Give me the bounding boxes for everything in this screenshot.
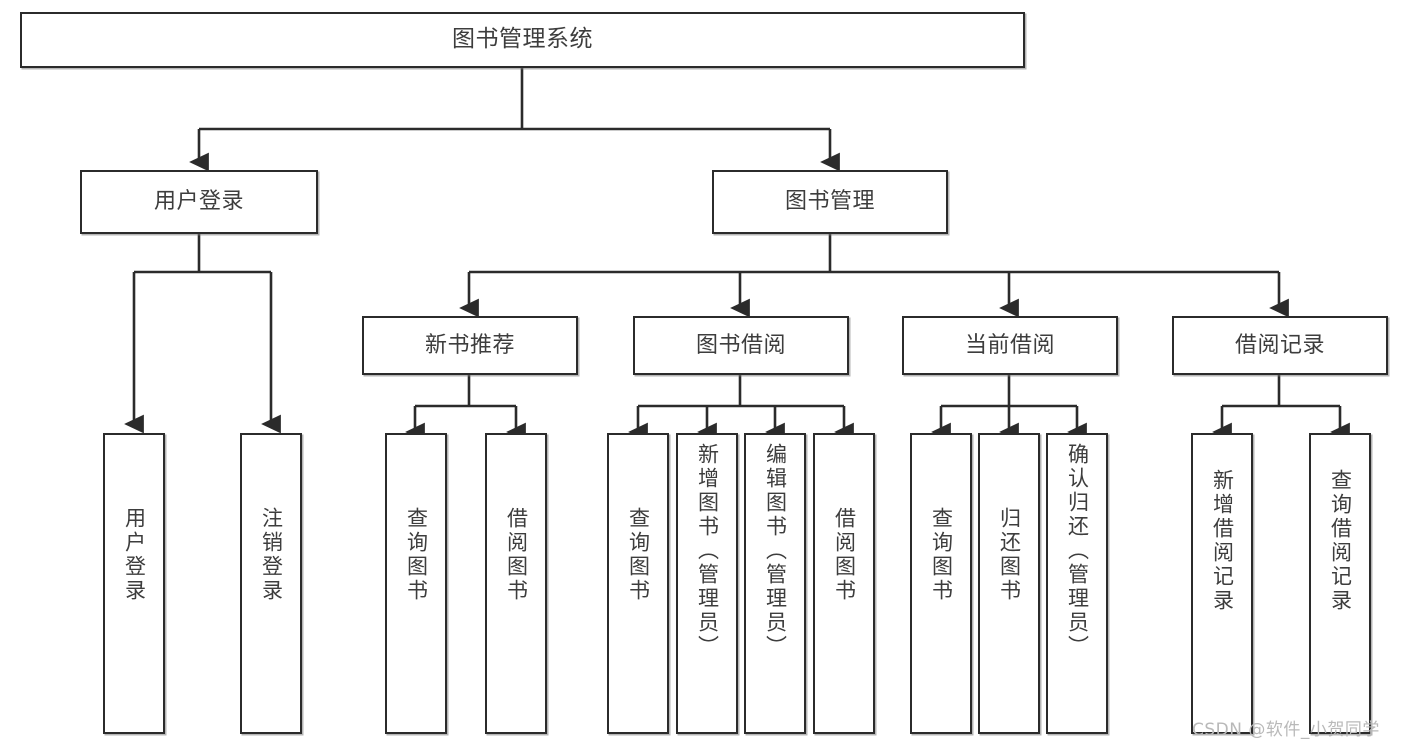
leaf-borrow-book-recommend[interactable]: 借阅图书	[485, 433, 547, 734]
node-label: 新增借阅记录	[1210, 469, 1235, 613]
node-label: 图书管理系统	[452, 26, 593, 53]
node-label: 借阅记录	[1234, 332, 1325, 358]
node-new-book-recommend[interactable]: 新书推荐	[362, 316, 578, 375]
node-user-login[interactable]: 用户登录	[80, 170, 318, 234]
leaf-add-book-admin[interactable]: 新增图书（管理员）	[676, 433, 738, 734]
node-borrow-record[interactable]: 借阅记录	[1172, 316, 1388, 375]
leaf-borrow-book[interactable]: 借阅图书	[813, 433, 875, 734]
node-label: 借阅图书	[832, 507, 857, 603]
node-book-borrow[interactable]: 图书借阅	[633, 316, 849, 375]
node-label: 新增图书（管理员）	[695, 443, 720, 659]
node-label: 确认归还（管理员）	[1065, 443, 1090, 659]
node-label: 查询图书	[929, 507, 954, 603]
node-root-book-management-system[interactable]: 图书管理系统	[20, 12, 1025, 68]
leaf-logout-login[interactable]: 注销登录	[240, 433, 302, 734]
leaf-query-book-borrow[interactable]: 查询图书	[607, 433, 669, 734]
leaf-query-borrow-record[interactable]: 查询借阅记录	[1309, 433, 1371, 734]
node-label: 借阅图书	[504, 507, 529, 603]
leaf-add-borrow-record[interactable]: 新增借阅记录	[1191, 433, 1253, 734]
node-label: 图书借阅	[695, 332, 786, 358]
leaf-confirm-return-admin[interactable]: 确认归还（管理员）	[1046, 433, 1108, 734]
node-label: 编辑图书（管理员）	[763, 443, 788, 659]
node-book-management[interactable]: 图书管理	[712, 170, 948, 234]
watermark-text: CSDN @软件_小贺同学	[1192, 720, 1380, 740]
node-label: 图书管理	[784, 189, 875, 215]
leaf-user-login[interactable]: 用户登录	[103, 433, 165, 734]
leaf-edit-book-admin[interactable]: 编辑图书（管理员）	[744, 433, 806, 734]
leaf-query-book-current[interactable]: 查询图书	[910, 433, 972, 734]
node-label: 查询图书	[626, 507, 651, 603]
node-label: 用户登录	[153, 189, 244, 215]
leaf-query-book-recommend[interactable]: 查询图书	[385, 433, 447, 734]
node-label: 当前借阅	[964, 332, 1055, 358]
leaf-return-book[interactable]: 归还图书	[978, 433, 1040, 734]
node-label: 注销登录	[259, 507, 284, 603]
node-label: 归还图书	[997, 507, 1022, 603]
node-current-borrow[interactable]: 当前借阅	[902, 316, 1118, 375]
node-label: 新书推荐	[424, 332, 515, 358]
node-label: 查询图书	[404, 507, 429, 603]
node-label: 查询借阅记录	[1328, 469, 1353, 613]
node-label: 用户登录	[122, 507, 147, 603]
